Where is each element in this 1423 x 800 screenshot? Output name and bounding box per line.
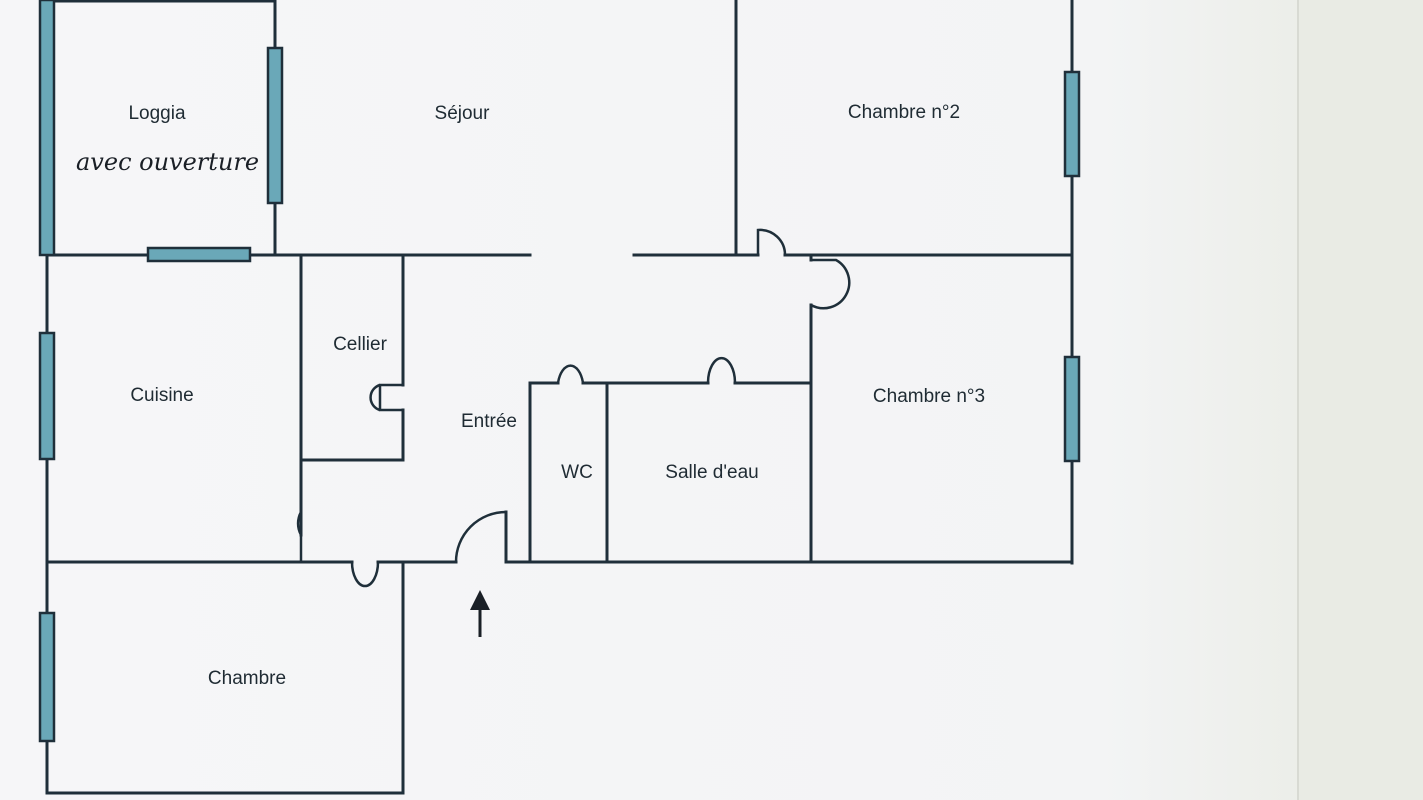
room-label-entree: Entrée	[461, 411, 517, 432]
room-label-chambre: Chambre	[208, 668, 286, 689]
door-salle-eau	[706, 356, 737, 384]
room-label-sejour: Séjour	[435, 103, 491, 124]
door-cellier	[369, 383, 381, 412]
room-label-cellier: Cellier	[333, 334, 388, 355]
paper-sheet	[0, 0, 1298, 800]
room-label-chambre3: Chambre n°3	[873, 386, 985, 407]
room-label-cuisine: Cuisine	[130, 385, 193, 406]
door-wc	[556, 364, 585, 384]
window-chambre3	[1063, 355, 1081, 463]
window-loggia-left	[38, 0, 56, 257]
door-cuisine	[296, 511, 303, 536]
handwritten-note: avec ouverture	[76, 148, 259, 176]
door-entrance	[454, 510, 507, 563]
window-chambre2	[1063, 70, 1081, 178]
windows	[38, 0, 1081, 743]
room-label-salle-eau: Salle d'eau	[665, 462, 758, 483]
room-label-wc: WC	[561, 462, 593, 483]
window-chambre	[38, 611, 56, 743]
window-loggia-sejour	[266, 46, 284, 205]
door-cellier-stub	[378, 383, 403, 412]
door-chambre	[350, 561, 380, 588]
up-arrow-icon	[470, 590, 490, 637]
window-cuisine	[38, 331, 56, 461]
door-swings	[296, 228, 851, 588]
window-loggia-bottom	[146, 246, 252, 263]
door-chambre3	[810, 258, 851, 310]
door-chambre2	[756, 228, 787, 256]
room-label-chambre2: Chambre n°2	[848, 102, 960, 123]
room-label-loggia: Loggia	[128, 103, 185, 124]
